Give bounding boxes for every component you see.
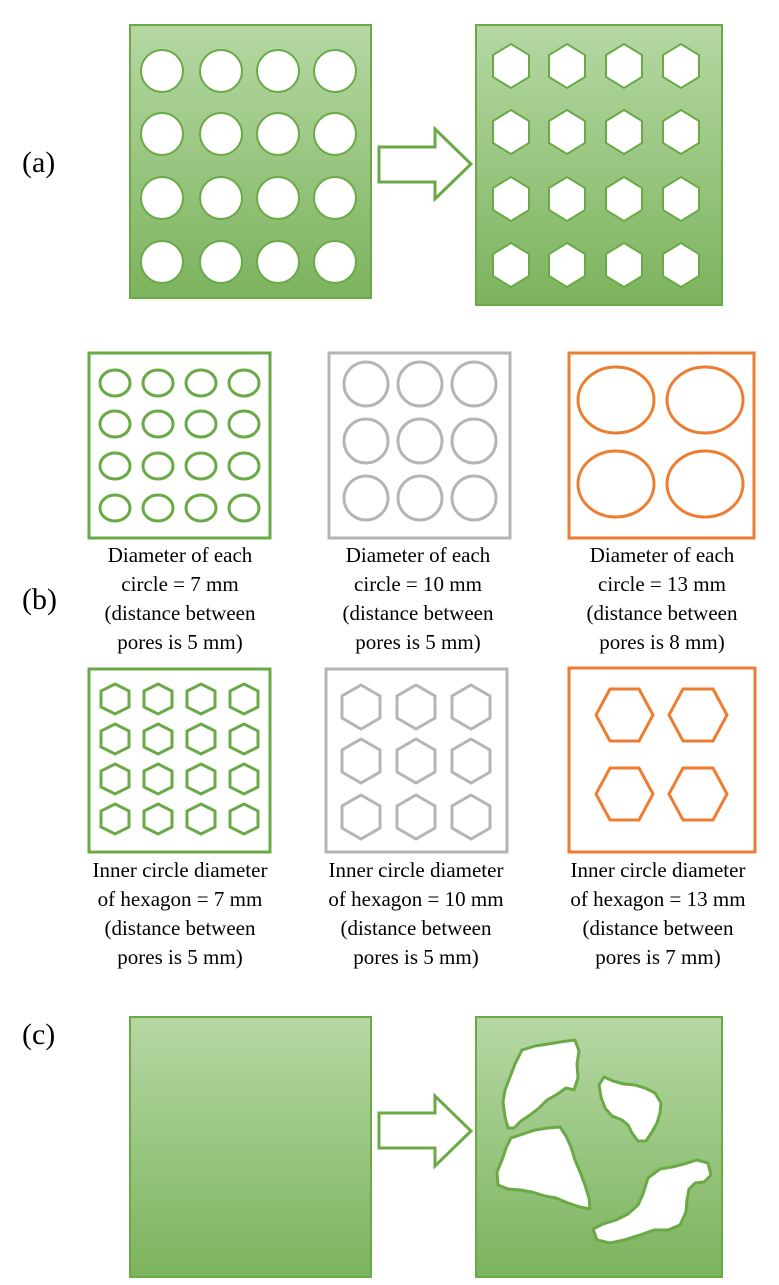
caption-line: circle = 7 mm <box>121 572 239 596</box>
caption-line: of hexagon = 13 mm <box>570 887 746 911</box>
plate-hexagon-7mm <box>87 667 272 854</box>
caption-line: pores is 5 mm) <box>355 630 481 654</box>
caption-line: (distance between <box>586 601 738 625</box>
caption-line: pores is 5 mm) <box>353 945 479 969</box>
panel-c-solid-plate <box>129 1016 372 1278</box>
panel-a-circle-plate <box>129 24 372 299</box>
caption-line: (distance between <box>582 916 734 940</box>
plate-circle-13mm <box>567 351 756 540</box>
arrow-a <box>377 125 474 203</box>
plate-circle-10mm <box>327 351 512 540</box>
caption-line: (distance between <box>104 916 256 940</box>
caption-line: pores is 5 mm) <box>117 945 243 969</box>
caption-line: Diameter of each <box>345 543 491 567</box>
panel-label-b: (b) <box>22 583 57 616</box>
caption-line: Inner circle diameter <box>328 858 504 882</box>
plate-circle-7mm <box>87 351 272 540</box>
caption-line: (distance between <box>342 601 494 625</box>
caption-hexagon-10mm: Inner circle diameter of hexagon = 10 mm… <box>296 856 536 972</box>
caption-line: pores is 8 mm) <box>599 630 725 654</box>
panel-label-a: (a) <box>22 146 56 179</box>
caption-line: Inner circle diameter <box>92 858 268 882</box>
caption-line: Diameter of each <box>589 543 735 567</box>
caption-line: circle = 13 mm <box>598 572 726 596</box>
caption-circle-13mm: Diameter of each circle = 13 mm (distanc… <box>552 541 772 657</box>
caption-line: Diameter of each <box>107 543 253 567</box>
caption-line: (distance between <box>104 601 256 625</box>
caption-hexagon-13mm: Inner circle diameter of hexagon = 13 mm… <box>539 856 777 972</box>
panel-a-hexagon-plate <box>475 24 723 306</box>
caption-line: of hexagon = 10 mm <box>328 887 504 911</box>
caption-line: pores is 5 mm) <box>117 630 243 654</box>
caption-line: pores is 7 mm) <box>595 945 721 969</box>
caption-hexagon-7mm: Inner circle diameter of hexagon = 7 mm … <box>60 856 300 972</box>
caption-line: of hexagon = 7 mm <box>97 887 263 911</box>
arrow-c <box>377 1092 474 1170</box>
caption-line: circle = 10 mm <box>354 572 482 596</box>
caption-line: (distance between <box>340 916 492 940</box>
caption-circle-7mm: Diameter of each circle = 7 mm (distance… <box>70 541 290 657</box>
plate-hexagon-13mm <box>567 666 757 854</box>
plate-hexagon-10mm <box>324 667 509 854</box>
caption-circle-10mm: Diameter of each circle = 10 mm (distanc… <box>308 541 528 657</box>
panel-label-c: (c) <box>22 1018 56 1051</box>
panel-c-irregular-pore-plate <box>475 1016 723 1278</box>
caption-line: Inner circle diameter <box>570 858 746 882</box>
